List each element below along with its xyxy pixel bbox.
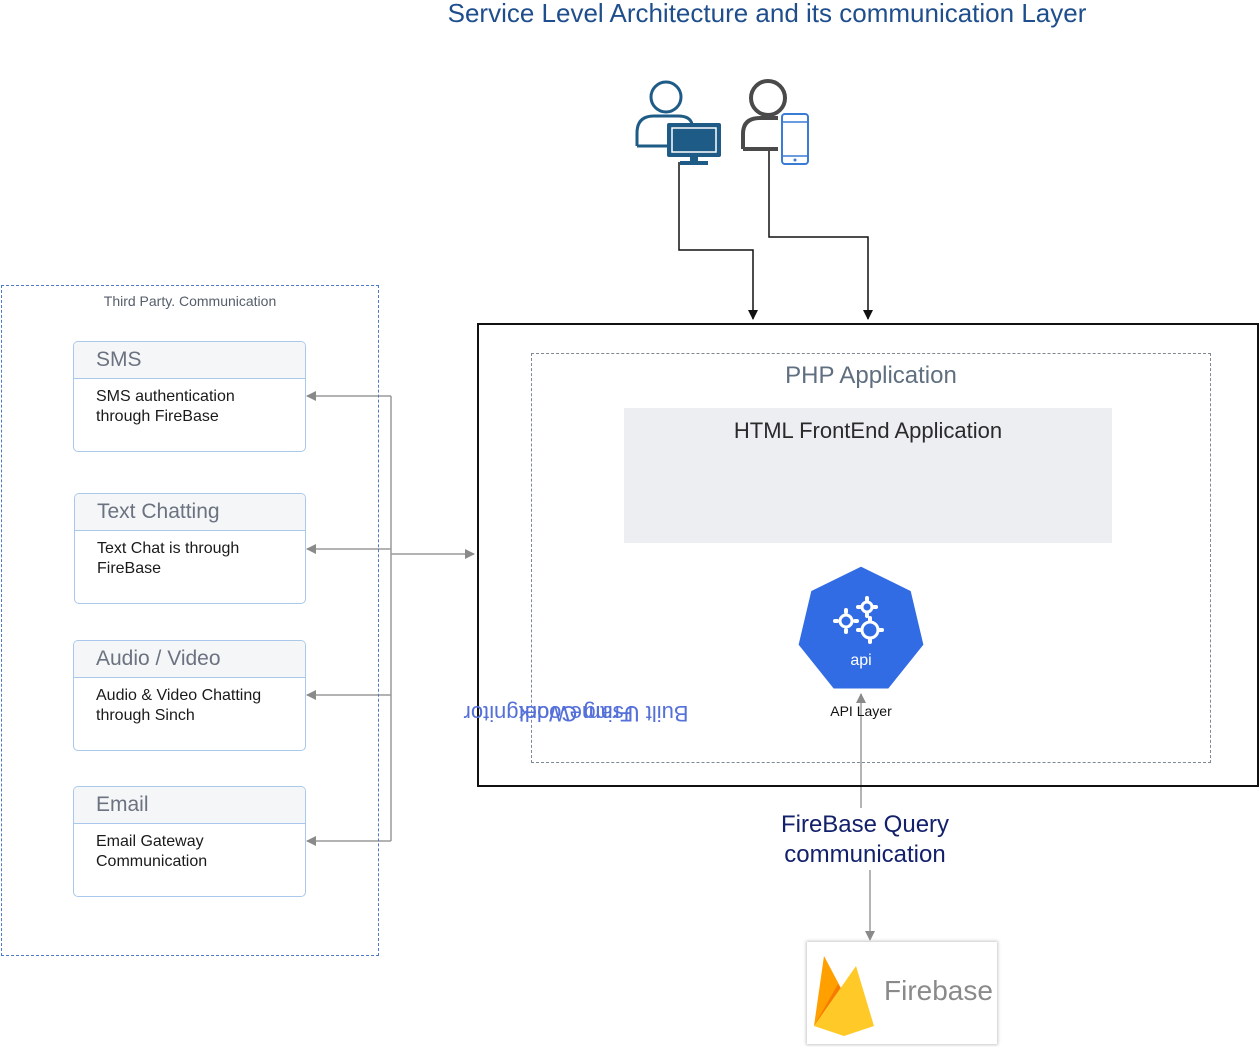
api-layer-label: API Layer — [830, 703, 892, 719]
application-container — [477, 323, 1259, 787]
audio-video-card-description: Audio & Video Chatting through Sinch — [96, 687, 262, 724]
php-application-title: PHP Application — [785, 362, 957, 389]
audio-video-card-title: Audio / Video — [74, 641, 305, 678]
text-chatting-card: Text Chatting Text Chat is through FireB… — [74, 493, 306, 604]
firebase-query-label: FireBase Query communication — [740, 810, 990, 870]
html-frontend-box — [624, 408, 1112, 543]
php-application-box — [531, 353, 1211, 763]
third-party-title: Third Party. Communication — [103, 293, 277, 309]
sms-card-title: SMS — [74, 342, 305, 379]
desktop-user-icon — [635, 80, 721, 165]
email-card-title: Email — [74, 787, 305, 824]
sms-card: SMS SMS authentication through FireBase — [73, 341, 306, 452]
sms-card-description: SMS authentication through FireBase — [96, 388, 235, 425]
api-icon-text: api — [850, 652, 871, 669]
email-card: Email Email Gateway Communication — [73, 786, 306, 897]
email-card-description: Email Gateway Communication — [96, 833, 208, 870]
firebase-logo-text: Firebase — [884, 975, 993, 1006]
text-chatting-card-title: Text Chatting — [75, 494, 305, 531]
html-frontend-title: HTML FrontEnd Application — [733, 418, 1003, 443]
desktop-user-arrow — [678, 162, 758, 320]
mobile-user-icon — [741, 79, 809, 165]
text-chatting-card-description: Text Chat is through FireBase — [97, 540, 240, 577]
mobile-user-arrow — [768, 148, 873, 320]
page-title: Service Level Architecture and its commu… — [447, 0, 1087, 28]
audio-video-card: Audio / Video Audio & Video Chatting thr… — [73, 640, 306, 751]
firebase-logo-icon — [814, 956, 874, 1036]
third-party-container — [1, 285, 379, 956]
kubernetes-api-icon: api — [795, 563, 927, 692]
